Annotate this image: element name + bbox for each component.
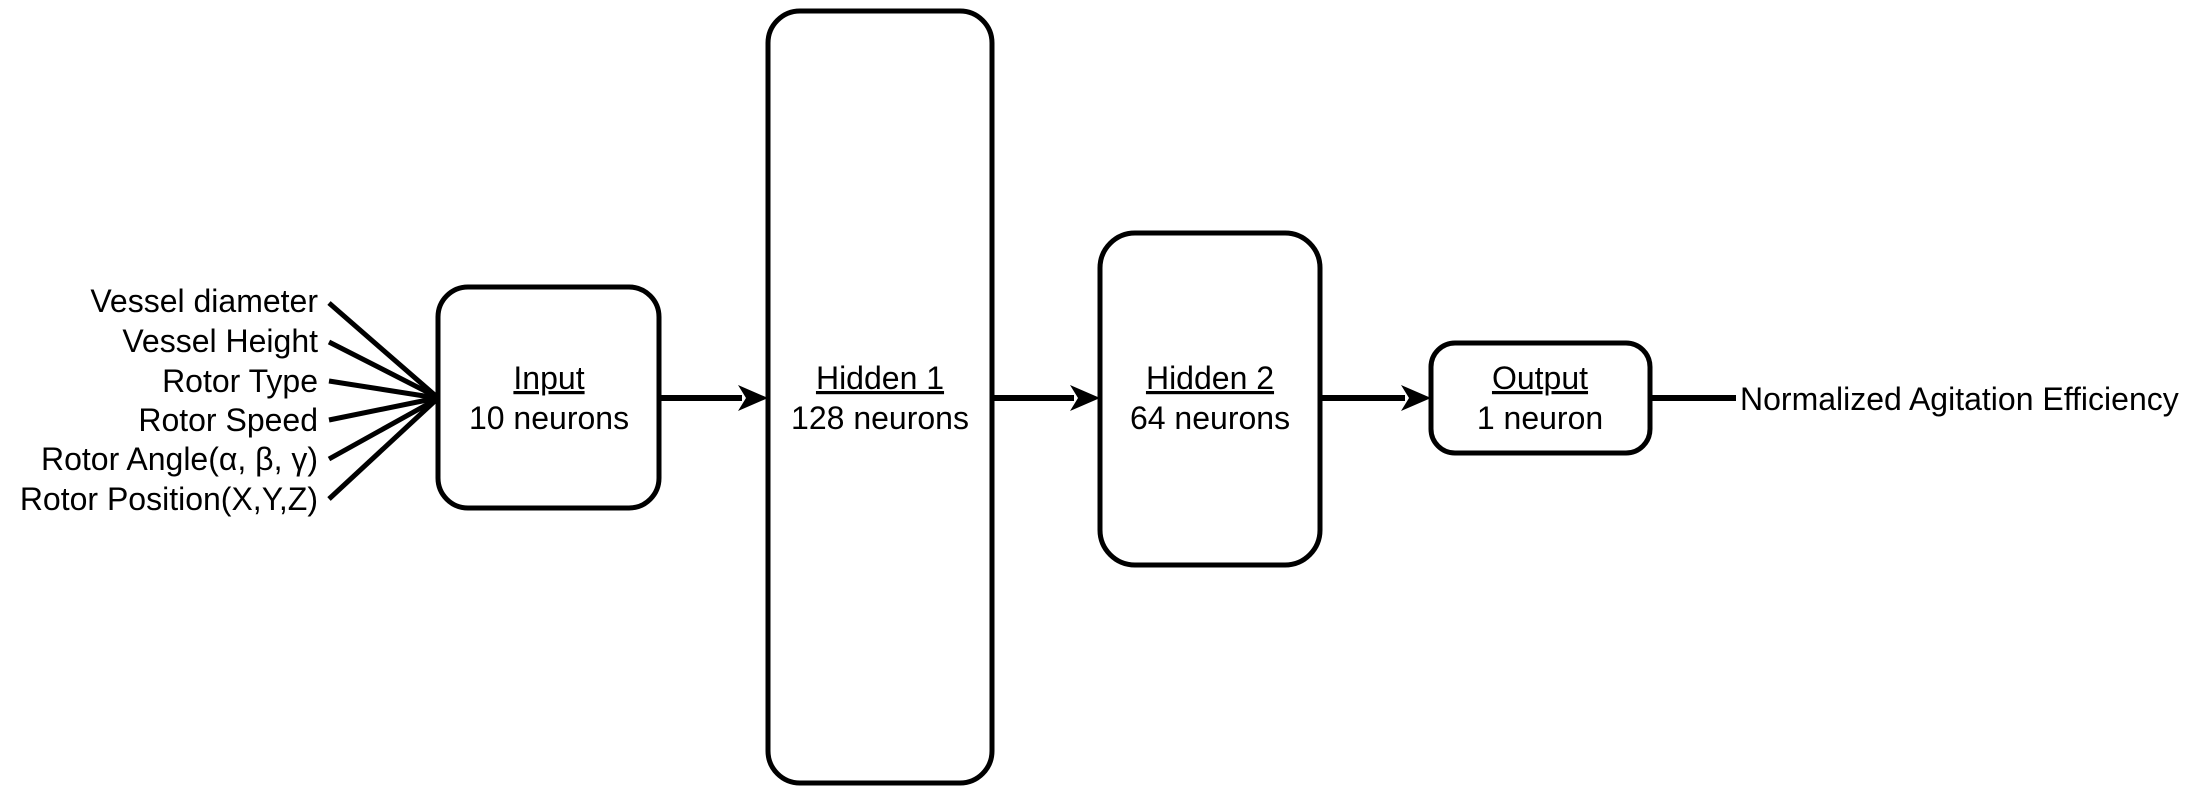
hidden2-layer-neurons: 64 neurons bbox=[1130, 400, 1290, 436]
input-line-rotor-angle bbox=[327, 396, 439, 462]
flow-arrow-input-hidden1 bbox=[660, 385, 768, 411]
arrow-head-icon bbox=[1070, 385, 1100, 411]
input-feature-label: Rotor Position(X,Y,Z) bbox=[20, 481, 318, 517]
output-result-label: Normalized Agitation Efficiency bbox=[1740, 381, 2179, 417]
input-feature-label: Rotor Angle(α, β, γ) bbox=[41, 441, 318, 477]
input-layer-neurons: 10 neurons bbox=[469, 400, 629, 436]
input-line-rotor-position bbox=[327, 397, 439, 501]
hidden1-layer-name: Hidden 1 bbox=[816, 360, 944, 396]
output-layer-name: Output bbox=[1492, 360, 1588, 396]
layer-box-input: Input 10 neurons bbox=[435, 284, 662, 511]
input-line-vessel-diameter bbox=[327, 301, 439, 399]
hidden2-layer-box bbox=[1097, 230, 1323, 568]
arrow-head-icon bbox=[738, 385, 768, 411]
hidden2-layer-name: Hidden 2 bbox=[1146, 360, 1274, 396]
input-layer-box bbox=[435, 284, 662, 511]
layer-box-output: Output 1 neuron bbox=[1428, 340, 1653, 456]
input-layer-name: Input bbox=[513, 360, 584, 396]
layer-box-hidden2: Hidden 2 64 neurons bbox=[1097, 230, 1323, 568]
input-line-rotor-type bbox=[328, 378, 438, 401]
input-feature-label: Rotor Speed bbox=[138, 402, 318, 438]
input-feature-label: Vessel diameter bbox=[90, 283, 318, 319]
output-layer-neurons: 1 neuron bbox=[1477, 400, 1603, 436]
input-feature-lines bbox=[327, 301, 439, 501]
input-feature-labels: Vessel diameter Vessel Height Rotor Type… bbox=[20, 283, 319, 517]
input-feature-label: Vessel Height bbox=[122, 323, 318, 359]
flow-arrow-hidden2-output bbox=[1320, 385, 1431, 411]
input-line-rotor-speed bbox=[328, 395, 438, 423]
hidden1-layer-box bbox=[765, 8, 995, 786]
arrow-head-icon bbox=[1401, 385, 1431, 411]
layer-box-hidden1: Hidden 1 128 neurons bbox=[765, 8, 995, 786]
input-feature-label: Rotor Type bbox=[162, 363, 318, 399]
hidden1-layer-neurons: 128 neurons bbox=[791, 400, 969, 436]
flow-arrow-hidden1-hidden2 bbox=[992, 385, 1100, 411]
input-line-vessel-height bbox=[327, 339, 439, 400]
